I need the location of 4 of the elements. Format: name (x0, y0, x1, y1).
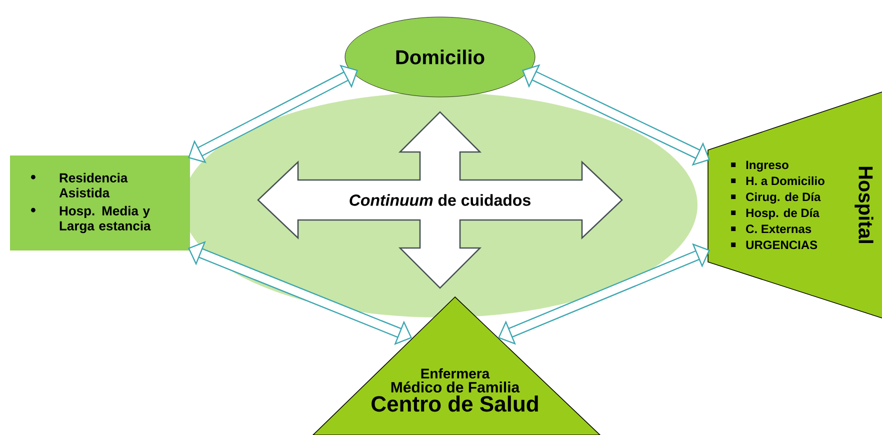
bullet-box: Residencia Asistida Hosp. Media y Larga estancia (10, 155, 190, 250)
hospital-trapezoid: Ingreso H. a Domicilio Cirug. de Día Hosp. de Día C. Externas URGENCIAS Hospital (708, 92, 882, 318)
double-arrow (188, 64, 358, 164)
double-arrow (498, 243, 710, 345)
